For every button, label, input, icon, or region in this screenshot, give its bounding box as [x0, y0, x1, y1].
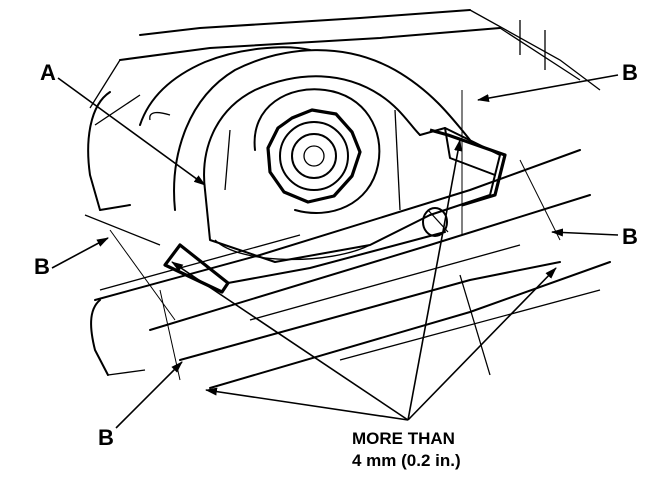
- reference-lines: [109, 90, 561, 381]
- label-b-right: B: [622, 224, 638, 249]
- engine-block-outline: [87, 9, 601, 211]
- label-b-left: B: [34, 254, 50, 279]
- cylinder-head-rail: [84, 149, 611, 389]
- leader-a: [57, 77, 206, 186]
- leaders-clearance: [171, 139, 557, 421]
- label-b-top-right: B: [622, 60, 638, 85]
- rocker-arm: [139, 46, 507, 294]
- leaders-b: [51, 74, 619, 429]
- bolt-head: [253, 88, 381, 214]
- roller-pin: [422, 207, 449, 237]
- label-b-bottom-left: B: [98, 425, 114, 450]
- note-line-1: MORE THAN: [352, 429, 455, 448]
- label-a: A: [40, 60, 56, 85]
- note-line-2: 4 mm (0.2 in.): [352, 451, 461, 470]
